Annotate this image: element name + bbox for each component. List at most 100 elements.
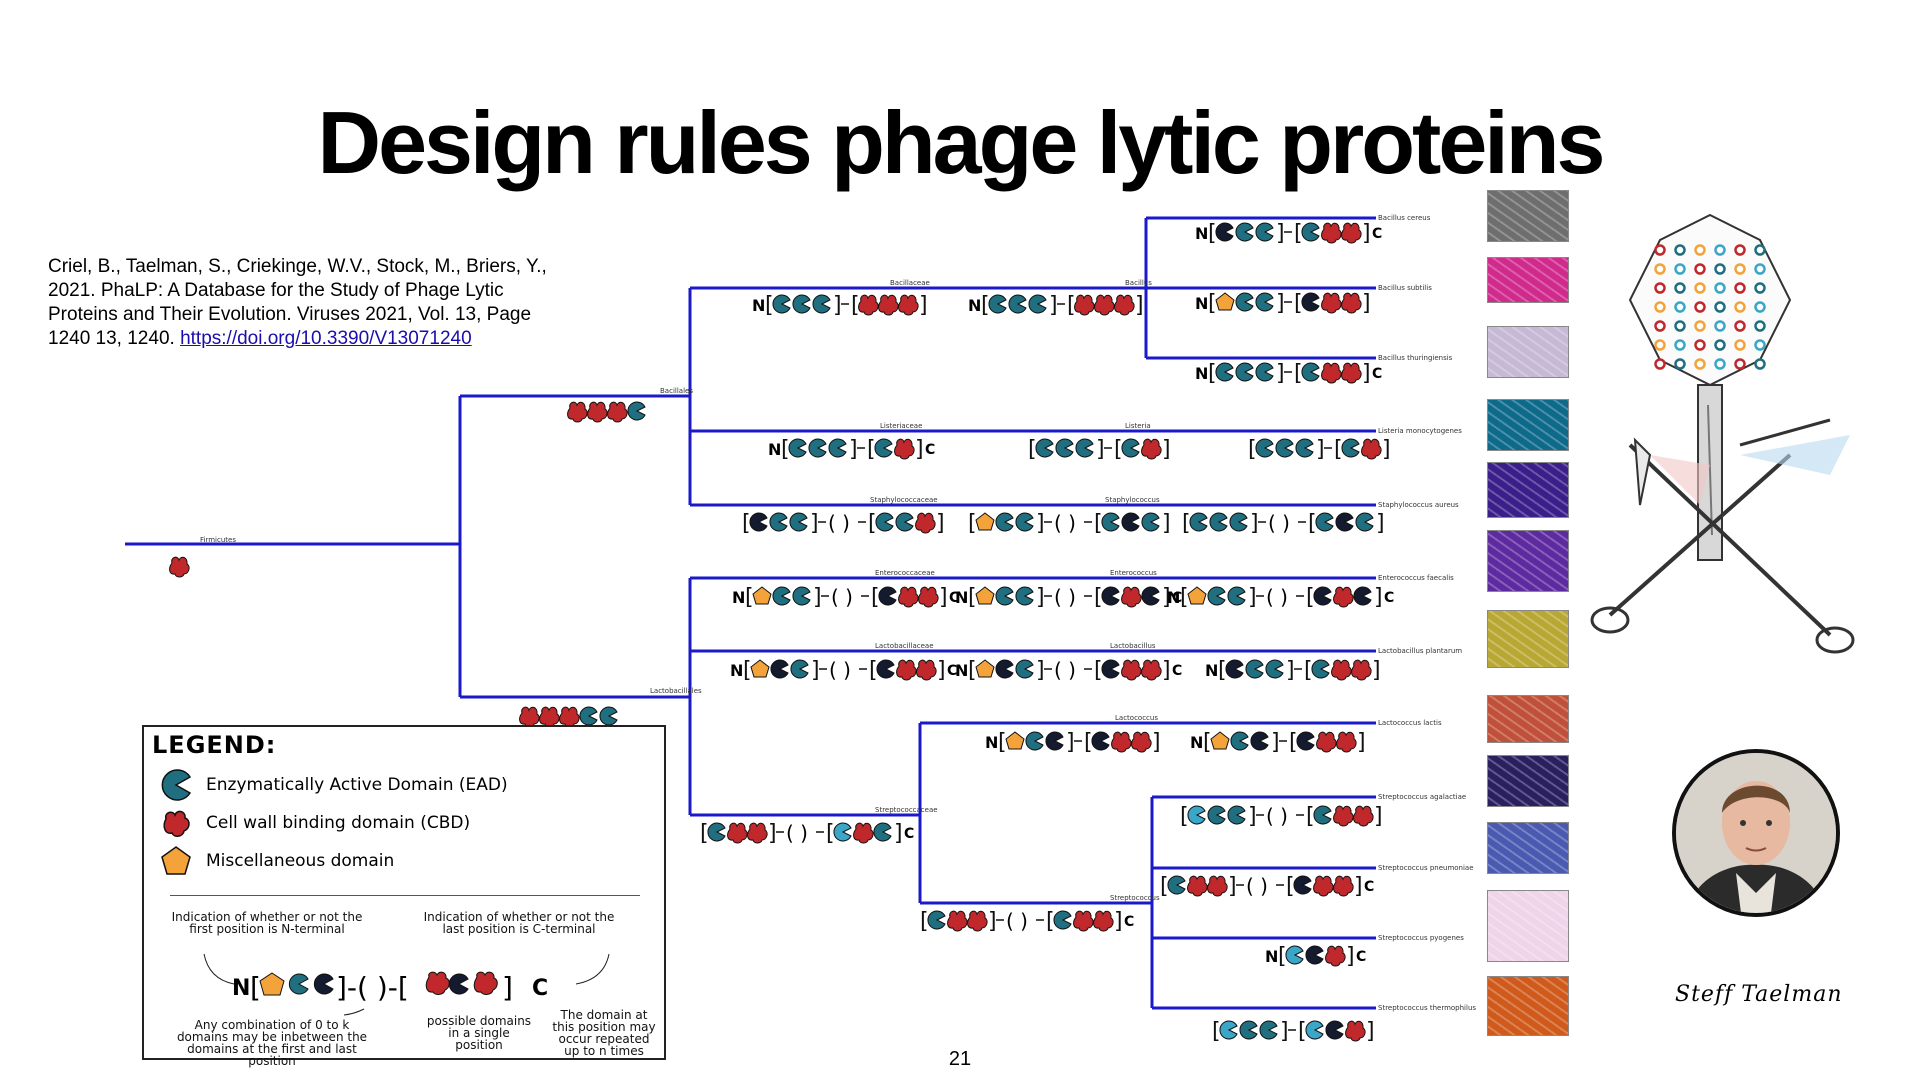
svg-text:[: [ <box>1180 585 1189 610</box>
svg-text:( ): ( ) <box>1268 511 1290 535</box>
svg-text:( ): ( ) <box>1266 804 1288 828</box>
bacteria-image <box>1487 890 1569 962</box>
svg-text:[: [ <box>1160 874 1169 899</box>
svg-text:C: C <box>1124 914 1134 930</box>
domain-architecture: []( )[]C <box>1160 874 1374 899</box>
legend-label: Miscellaneous domain <box>206 851 394 871</box>
svg-text:[: [ <box>1294 361 1303 386</box>
legend-note-c: Indication of whether or not the last po… <box>414 911 624 935</box>
domain-architecture: N[]( )[]C <box>955 658 1182 683</box>
species-label: Streptococcus pneumoniae <box>1378 864 1474 872</box>
domain-architecture: N[]( )[]C <box>955 585 1182 610</box>
svg-text:[: [ <box>745 585 754 610</box>
domain-architecture: [][] <box>1248 437 1391 462</box>
svg-text:]: ] <box>894 821 903 846</box>
svg-text:N: N <box>732 588 745 607</box>
svg-text:]: ] <box>1228 874 1237 899</box>
legend-label: Enzymatically Active Domain (EAD) <box>206 775 508 795</box>
legend-label: Cell wall binding domain (CBD) <box>206 813 470 833</box>
svg-text:N: N <box>955 661 968 680</box>
species-label: Staphylococcus aureus <box>1378 501 1459 509</box>
legend-item-misc: Miscellaneous domain <box>160 845 394 877</box>
svg-text:C: C <box>1356 949 1366 965</box>
svg-text:]: ] <box>833 293 842 318</box>
svg-text:]: ] <box>502 971 513 1004</box>
svg-text:N: N <box>955 588 968 607</box>
svg-text:[: [ <box>1182 511 1191 536</box>
svg-text:]: ] <box>939 585 948 610</box>
blob-icon <box>160 807 192 839</box>
domain-architecture: N[][]C <box>1195 221 1382 246</box>
svg-text:]: ] <box>768 821 777 846</box>
pentagon-icon <box>160 845 192 877</box>
svg-text:( ): ( ) <box>1054 658 1076 682</box>
pacman-icon <box>160 769 192 801</box>
speaker-photo <box>1672 749 1840 917</box>
svg-text:N: N <box>968 296 981 315</box>
svg-text:[: [ <box>1046 909 1055 934</box>
domain-architecture: []( )[] <box>968 511 1171 536</box>
domain-architecture: [][] <box>1028 437 1171 462</box>
svg-text:]: ] <box>810 511 819 536</box>
page-number: 21 <box>0 1048 1920 1071</box>
svg-text:[: [ <box>1208 291 1217 316</box>
species-label: Bacillus subtilis <box>1378 284 1432 292</box>
species-label: Streptococcus agalactiae <box>1378 793 1466 801</box>
svg-text:[: [ <box>1306 804 1315 829</box>
svg-text:[: [ <box>1248 437 1257 462</box>
svg-text:( ): ( ) <box>1246 874 1268 898</box>
svg-text:]: ] <box>849 437 858 462</box>
svg-text:[: [ <box>742 511 751 536</box>
legend-box: LEGEND: Enzymatically Active Domain (EAD… <box>142 725 666 1060</box>
svg-text:[: [ <box>1114 437 1123 462</box>
svg-text:]: ] <box>1374 804 1383 829</box>
svg-text:]: ] <box>988 909 997 934</box>
bacteria-image <box>1487 610 1569 668</box>
svg-text:N: N <box>1167 588 1180 607</box>
domain-architecture: N[][] <box>985 730 1161 755</box>
clade-label: Lactobacillaceae <box>875 642 934 650</box>
svg-text:]: ] <box>936 511 945 536</box>
domain-architecture: []( )[] <box>1182 511 1385 536</box>
svg-text:[: [ <box>1306 585 1315 610</box>
svg-text:]: ] <box>1114 909 1123 934</box>
svg-text:[: [ <box>1334 437 1343 462</box>
speaker-signature: Steff Taelman <box>1675 982 1843 1007</box>
svg-text:]: ] <box>1049 293 1058 318</box>
bacteria-image <box>1487 190 1569 242</box>
domain-architecture: N[][] <box>1190 730 1366 755</box>
svg-text:]: ] <box>919 293 928 318</box>
domain-architecture: N[][] <box>968 293 1144 318</box>
domain-architecture: N[]C <box>1265 944 1366 969</box>
legend-note-possible: possible domains in a single position <box>424 1015 534 1051</box>
svg-text:( ): ( ) <box>1054 511 1076 535</box>
svg-text:[: [ <box>1208 361 1217 386</box>
svg-text:[: [ <box>1094 585 1103 610</box>
domain-architecture: []( )[]C <box>920 909 1134 934</box>
bacteria-image <box>1487 755 1569 807</box>
svg-text:C: C <box>1384 590 1394 606</box>
svg-text:]: ] <box>1357 730 1366 755</box>
clade-label: Streptococcus <box>1110 894 1160 902</box>
species-label: Bacillus cereus <box>1378 214 1431 222</box>
svg-text:N: N <box>1265 947 1278 966</box>
svg-text:]: ] <box>1346 944 1355 969</box>
svg-text:]: ] <box>1316 437 1325 462</box>
svg-text:[: [ <box>868 511 877 536</box>
svg-text:[: [ <box>765 293 774 318</box>
svg-text:( ): ( ) <box>1054 585 1076 609</box>
svg-text:[: [ <box>1094 511 1103 536</box>
svg-text:]: ] <box>1248 585 1257 610</box>
clade-label: Staphylococcus <box>1105 496 1160 504</box>
svg-text:[: [ <box>998 730 1007 755</box>
svg-text:N: N <box>1195 224 1208 243</box>
svg-text:[: [ <box>700 821 709 846</box>
svg-text:[: [ <box>1294 221 1303 246</box>
svg-text:]: ] <box>915 437 924 462</box>
svg-text:[: [ <box>1208 221 1217 246</box>
svg-text:]: ] <box>1036 585 1045 610</box>
legend-formula: N [ ]-( )-[ ] C <box>184 939 624 1019</box>
svg-text:]-( )-[: ]-( )-[ <box>336 971 409 1004</box>
formula-n: N <box>232 976 250 1001</box>
clade-label: Listeria <box>1125 422 1151 430</box>
